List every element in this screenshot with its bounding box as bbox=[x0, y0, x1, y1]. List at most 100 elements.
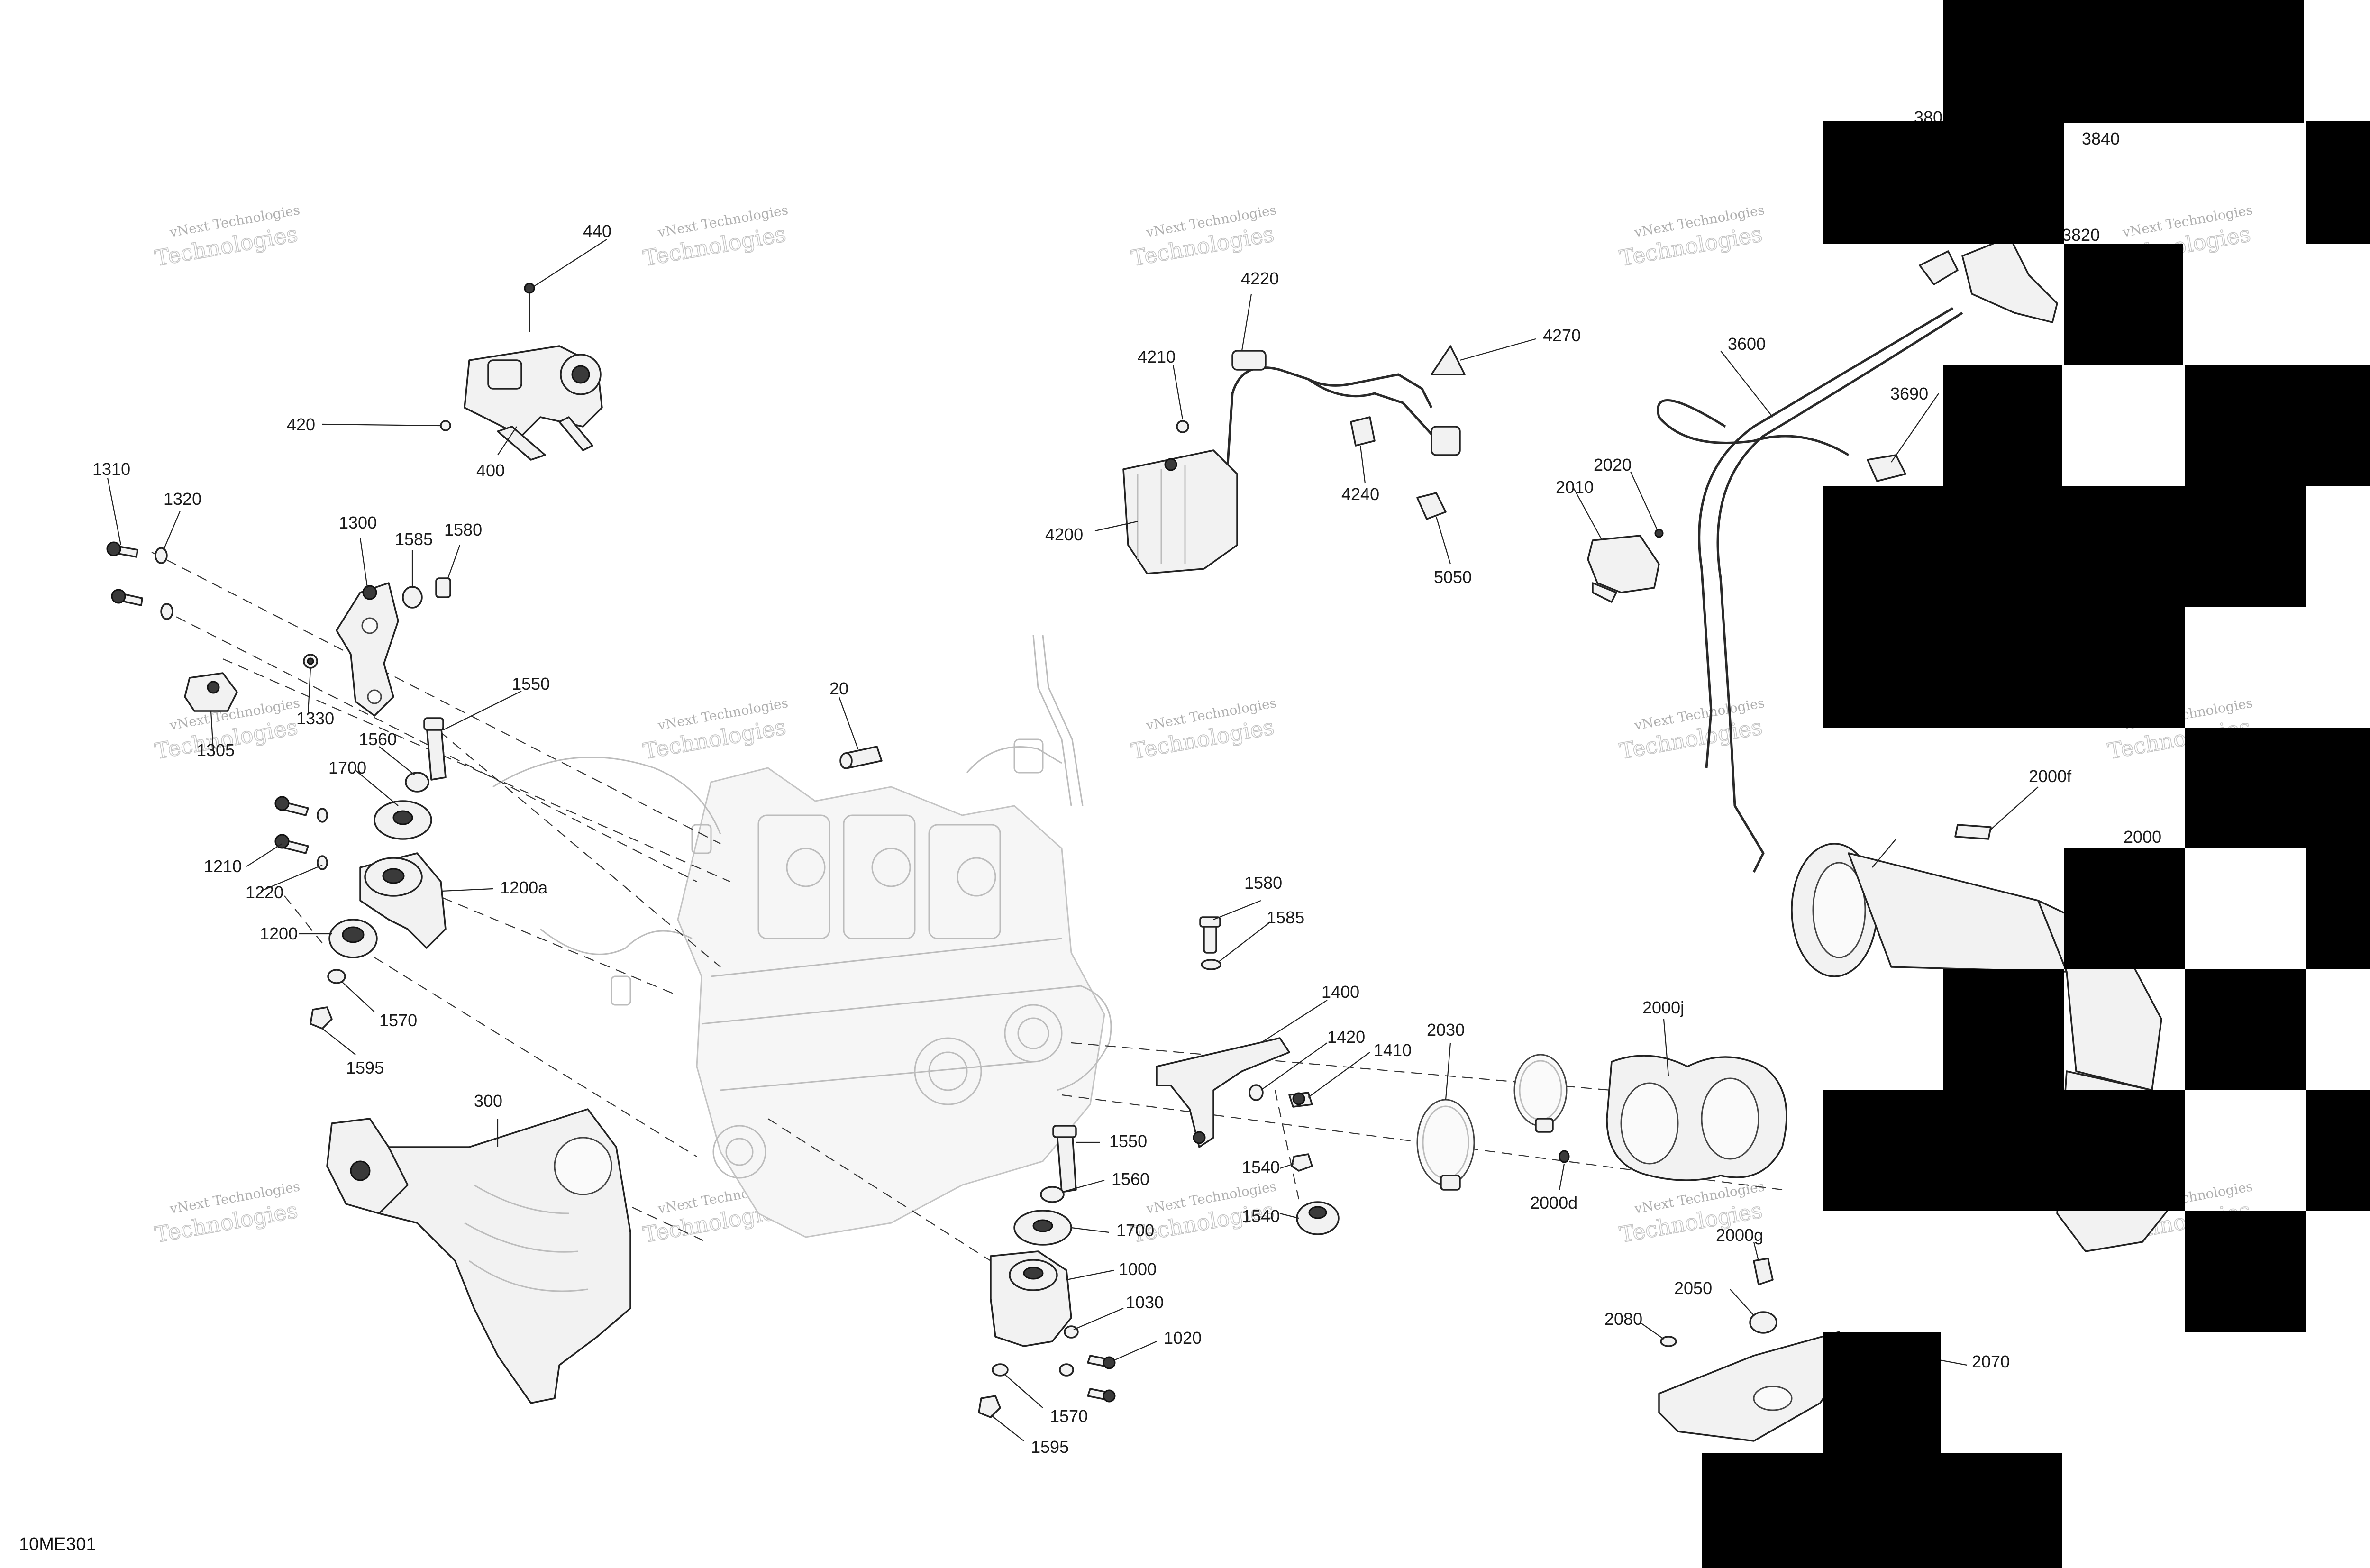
pin-20 bbox=[839, 746, 883, 769]
callout-1030: 1030 bbox=[1126, 1293, 1164, 1312]
mask-block bbox=[1943, 365, 2062, 486]
washer-1560-lower bbox=[1040, 1186, 1065, 1203]
callout-4210: 4210 bbox=[1138, 347, 1176, 366]
mask-block bbox=[2306, 1090, 2370, 1211]
mask-block bbox=[1823, 607, 2185, 728]
callout-4220: 4220 bbox=[1241, 269, 1279, 288]
callout-4240: 4240 bbox=[1341, 484, 1379, 504]
watermark-4: vNext Technologies Technologies bbox=[1617, 202, 1766, 272]
leader-lines bbox=[107, 239, 2039, 1441]
washer-1420 bbox=[1249, 1084, 1264, 1101]
gasket-2000f bbox=[1954, 824, 1992, 840]
heat-shield-300 bbox=[326, 1108, 631, 1404]
bolt-1550-upper bbox=[423, 717, 447, 781]
callout-1300: 1300 bbox=[339, 513, 377, 532]
callout-2000j: 2000j bbox=[1642, 998, 1684, 1017]
callout-4270: 4270 bbox=[1543, 326, 1581, 345]
callout-1570-lower: 1570 bbox=[1050, 1406, 1088, 1426]
engine-bracket-1400 bbox=[1156, 1037, 1290, 1148]
mask-block bbox=[2185, 365, 2370, 486]
watermark-7: vNext Technologies Technologies bbox=[641, 695, 789, 765]
bolt-1210-lower bbox=[274, 834, 309, 854]
callout-3820: 3820 bbox=[2062, 225, 2100, 245]
bolt-1550-lower bbox=[1052, 1125, 1077, 1193]
mask-block bbox=[1943, 969, 2064, 1090]
washer-1220-upper bbox=[317, 808, 328, 823]
engine-mount-1200a bbox=[359, 852, 447, 949]
gasket-2000j bbox=[1606, 1055, 1787, 1181]
mask-block bbox=[1823, 486, 2306, 607]
washer-1570-lower bbox=[992, 1363, 1009, 1377]
bolt-1410 bbox=[1288, 1092, 1313, 1108]
callout-2000f: 2000f bbox=[2029, 766, 2072, 786]
bolt-1020-lower bbox=[1087, 1388, 1116, 1403]
callout-1595-left: 1595 bbox=[346, 1058, 384, 1077]
washer-1320-upper bbox=[155, 547, 168, 564]
bushing-1330 bbox=[303, 654, 318, 669]
callout-1585-upper: 1585 bbox=[395, 529, 433, 549]
actuator-assembly-400 bbox=[464, 345, 603, 461]
engine-ghost bbox=[492, 635, 1112, 1238]
callout-420: 420 bbox=[287, 415, 315, 434]
nut-2050 bbox=[1749, 1311, 1778, 1334]
engine-mount-1000 bbox=[990, 1250, 1072, 1347]
callout-1585-right: 1585 bbox=[1267, 908, 1304, 927]
nut-1595-lower bbox=[978, 1395, 1001, 1418]
mask-block bbox=[2064, 848, 2185, 969]
washer-1585-right bbox=[1201, 959, 1221, 970]
mask-block bbox=[2185, 969, 2306, 1090]
callout-1320: 1320 bbox=[164, 489, 201, 509]
rubber-mount-1540 bbox=[1296, 1201, 1340, 1235]
bolt-1310-lower bbox=[111, 589, 143, 606]
nut-1540 bbox=[1291, 1153, 1313, 1172]
callout-1560-lower: 1560 bbox=[1112, 1169, 1149, 1189]
redaction-mask bbox=[1702, 0, 2370, 1568]
mask-block bbox=[1823, 1090, 2185, 1211]
mask-block bbox=[2185, 728, 2370, 848]
callout-1540-upper: 1540 bbox=[1242, 1158, 1280, 1177]
callout-3840: 3840 bbox=[2082, 129, 2120, 148]
nut-2000d bbox=[1559, 1150, 1570, 1163]
bracket-2070 bbox=[1658, 1331, 1850, 1442]
bolt-1310-upper bbox=[106, 541, 138, 558]
callout-1200a: 1200a bbox=[500, 878, 548, 897]
callout-2050: 2050 bbox=[1674, 1278, 1712, 1298]
bolt-440 bbox=[524, 283, 535, 332]
callout-20: 20 bbox=[830, 679, 848, 698]
mask-block bbox=[1943, 0, 2304, 123]
callout-5050: 5050 bbox=[1434, 567, 1472, 587]
callout-1200: 1200 bbox=[260, 924, 298, 943]
watermark-1: vNext Technologies Technologies bbox=[153, 202, 301, 272]
clamp-2030 bbox=[1416, 1099, 1475, 1191]
watermark-3: vNext Technologies Technologies bbox=[1129, 202, 1277, 272]
clamp-2030-b bbox=[1513, 1054, 1568, 1133]
callout-2000g: 2000g bbox=[1716, 1225, 1763, 1245]
mask-block bbox=[1823, 1332, 1941, 1453]
washer-1030-lower bbox=[1059, 1363, 1074, 1377]
screw-420 bbox=[440, 420, 451, 431]
callout-300: 300 bbox=[474, 1091, 502, 1111]
callout-1220: 1220 bbox=[246, 883, 283, 902]
bolt-1580-upper bbox=[435, 577, 451, 598]
diagram-code: 10ME301 bbox=[19, 1534, 96, 1554]
washer-1320-lower bbox=[160, 603, 173, 620]
screw-4210 bbox=[1176, 420, 1189, 433]
sensor-2000g bbox=[1753, 1258, 1774, 1285]
callout-2080: 2080 bbox=[1604, 1309, 1642, 1329]
lever-3820 bbox=[1919, 236, 2058, 323]
callout-1550-upper: 1550 bbox=[512, 674, 550, 693]
screw-2020 bbox=[1654, 529, 1664, 538]
callout-1330: 1330 bbox=[296, 709, 334, 728]
callout-labels: 440 420 400 1310 1320 1300 1585 1580 155… bbox=[92, 108, 2161, 1457]
watermark-2: vNext Technologies Technologies bbox=[641, 202, 789, 272]
callout-1580-upper: 1580 bbox=[444, 520, 482, 539]
ignition-coil-4200 bbox=[1122, 449, 1238, 574]
callout-1595-lower: 1595 bbox=[1031, 1437, 1069, 1457]
callout-1580-right: 1580 bbox=[1244, 873, 1282, 893]
engine-bracket-1300 bbox=[336, 582, 399, 717]
callout-400: 400 bbox=[476, 461, 505, 480]
callout-3690: 3690 bbox=[1890, 384, 1928, 403]
washer-1570-left bbox=[327, 969, 346, 984]
washer-1585-upper bbox=[402, 586, 423, 609]
